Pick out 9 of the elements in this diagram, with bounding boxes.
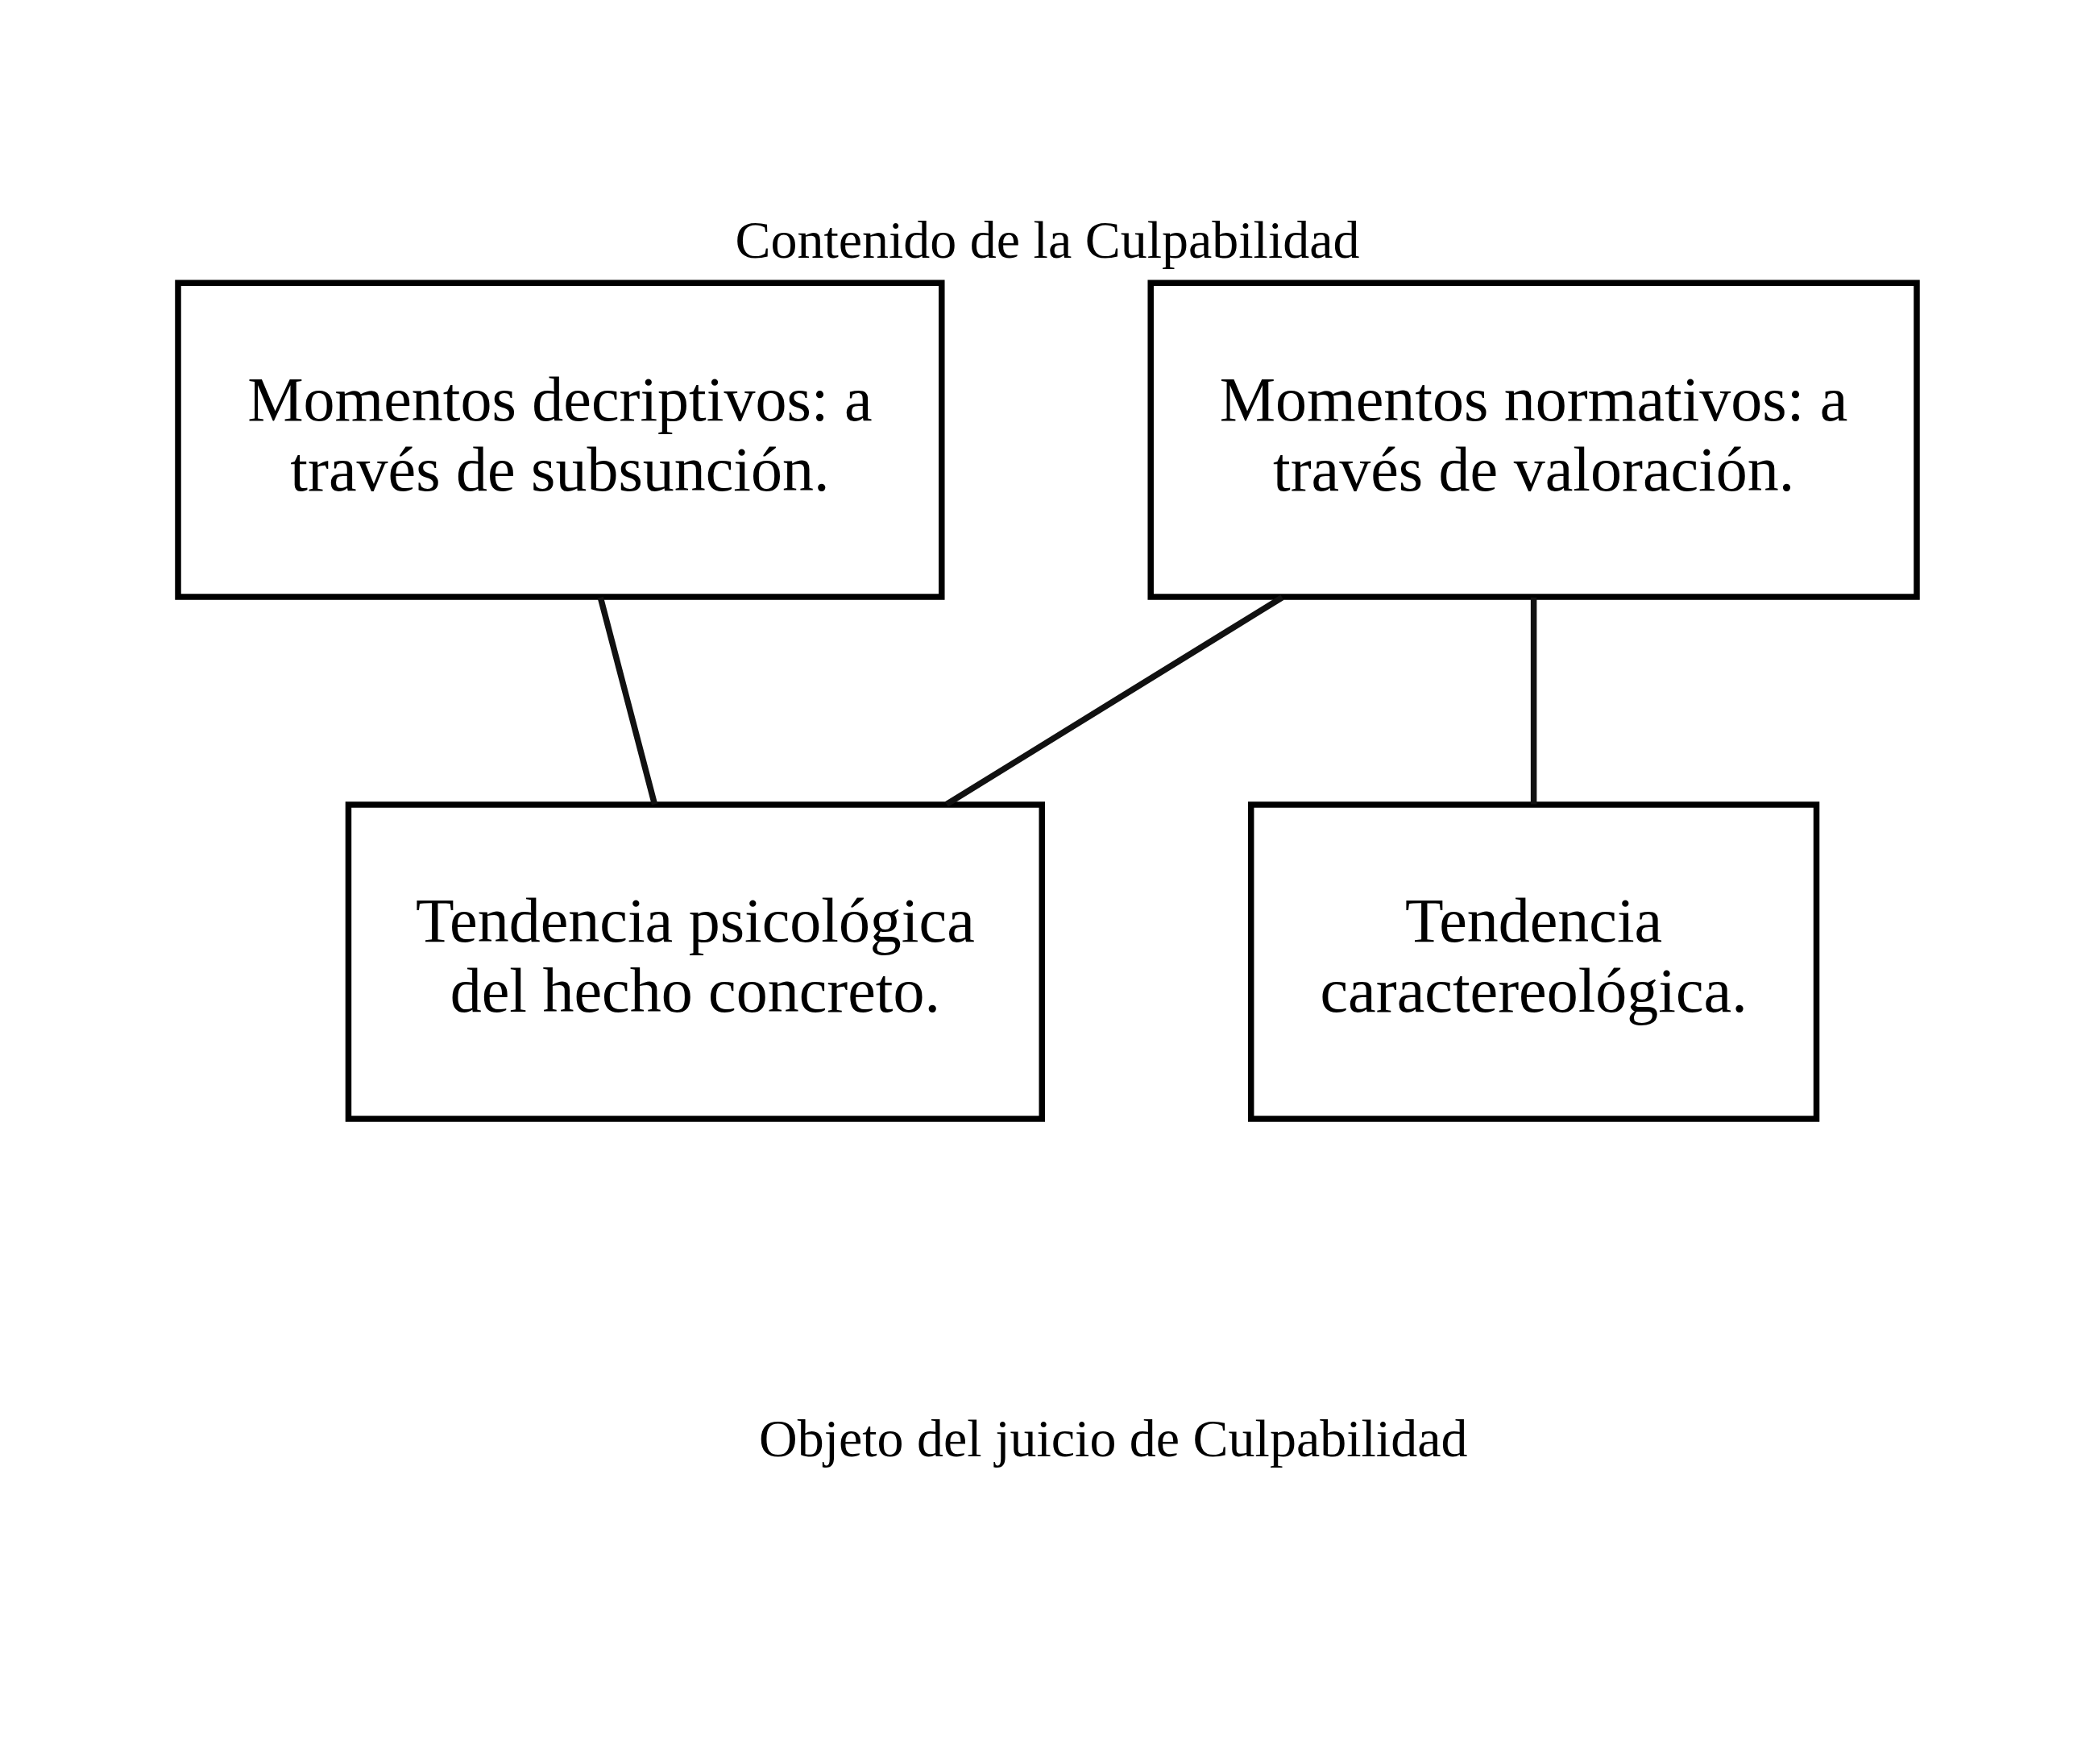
connector [1530,597,1536,805]
diagram-title: Contenido de la Culpabilidad [734,209,1360,269]
caption: Objeto del juicio de Culpabilidad [758,1408,1467,1468]
node-box: Tendencia caractereológica. [1247,801,1819,1122]
node-box: Tendencia psicológica del hecho concreto. [345,801,1045,1122]
node-box: Momentos normativos: a través de valoración. [1147,280,1920,600]
connector [597,596,657,805]
node-box: Momentos decriptivos: a través de subsunción. [174,280,945,600]
connector [944,594,1283,807]
